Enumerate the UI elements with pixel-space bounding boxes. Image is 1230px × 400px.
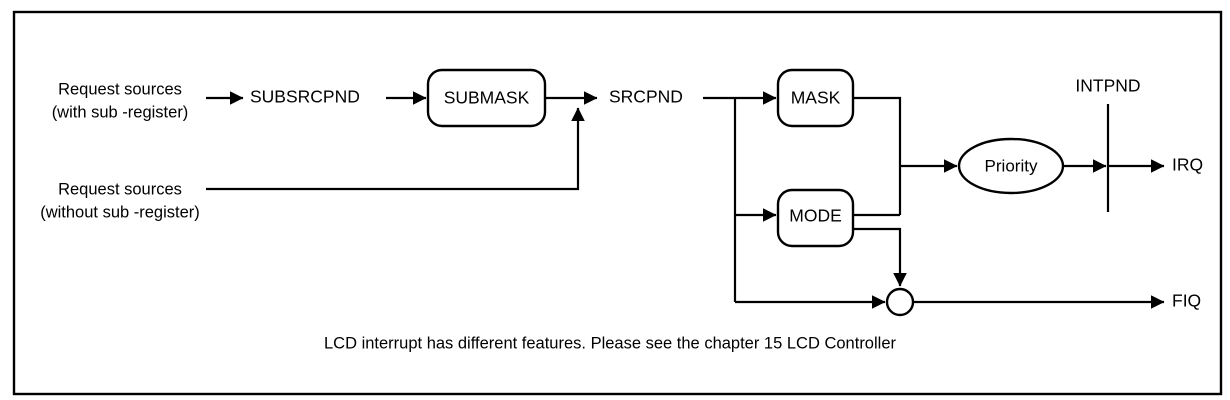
block-mode-label: MODE (789, 206, 842, 226)
block-priority-label: Priority (985, 156, 1038, 175)
wire-mask-to-priority-bus (853, 96, 902, 215)
request-sources-without-sub-label-line1: Request sources (58, 180, 182, 198)
irq-output-label: IRQ (1172, 155, 1203, 175)
block-submask-label: SUBMASK (444, 88, 530, 108)
block-mask-label: MASK (791, 88, 841, 108)
diagram-frame-border (12, 10, 1223, 396)
fiq-junction-circle[interactable] (885, 287, 915, 317)
wire-mode-to-fiq-junction (853, 227, 907, 287)
request-sources-with-sub-label-line1: Request sources (58, 80, 182, 98)
fiq-output-label: FIQ (1172, 291, 1201, 311)
intpnd-label: INTPND (1075, 76, 1140, 96)
request-sources-with-sub-label-line2: (with sub -register) (52, 103, 189, 121)
request-sources-without-sub-label-line2: (without sub -register) (40, 203, 200, 221)
wire-without-sub-to-srcpnd (206, 107, 585, 191)
diagram-caption: LCD interrupt has different features. Pl… (324, 334, 897, 352)
subsrcpnd-label: SUBSRCPND (250, 87, 360, 107)
srcpnd-label: SRCPND (609, 87, 683, 107)
block-mode[interactable] (776, 188, 855, 248)
